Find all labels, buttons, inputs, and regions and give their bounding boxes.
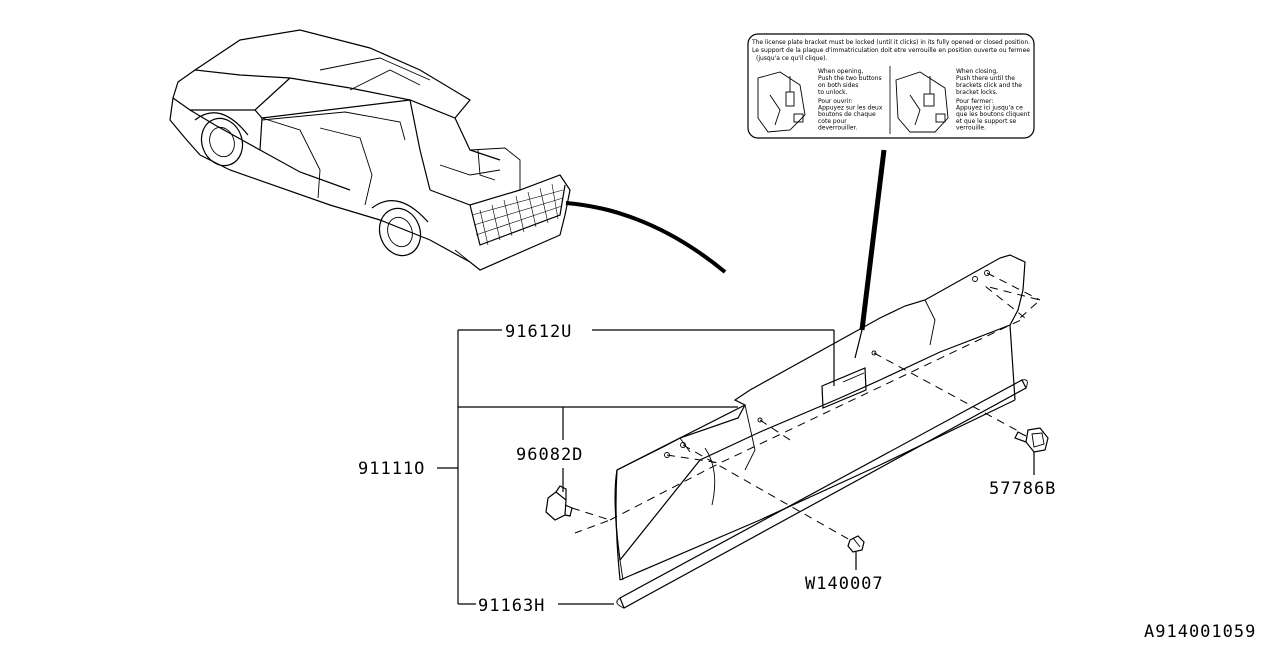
label-header-line3: (jusqu'a ce qu'il clique).	[756, 55, 827, 62]
label-left-en-line-2: on both sides	[818, 82, 858, 89]
label-left-fr-line-0: Pour ouvrir:	[818, 98, 853, 105]
part-label-91612U: 91612U	[505, 322, 572, 342]
label-right-en-line-3: bracket locks.	[956, 89, 998, 96]
tailgate-trim-panel	[614, 254, 1028, 609]
diagram-id: A914001059	[1144, 622, 1256, 640]
part-label-91111O: 91111O	[358, 459, 425, 479]
callout-lines	[437, 329, 1035, 605]
assembly-dashed-lines	[571, 272, 1042, 541]
opening-pictogram	[757, 71, 806, 133]
label-right-fr-line-0: Pour fermer:	[956, 98, 993, 105]
label-right-fr-line-3: et que le support se	[956, 118, 1016, 125]
label-left-en-line-0: When opening,	[818, 68, 863, 75]
label-left-fr-line-4: deverrouiller.	[818, 124, 858, 131]
label-right-fr-line-2: que les boutons cliquent	[956, 111, 1030, 118]
label-left-fr-line-2: boutons de chaque	[818, 111, 876, 118]
label-right-en-line-0: When closing,	[956, 68, 998, 75]
label-header-line1: The license plate bracket must be locked…	[751, 39, 1030, 46]
label-right-fr-line-1: Appuyez ici jusqu'a ce	[956, 105, 1023, 112]
clip-57786B	[1014, 427, 1049, 453]
part-label-W140007: W140007	[805, 574, 884, 594]
screw-W140007	[847, 535, 865, 553]
label-right-en-line-2: brackets click and the	[956, 82, 1022, 89]
clip-96082D	[545, 485, 573, 521]
part-label-91163H: 91163H	[478, 596, 545, 616]
label-left-fr-line-3: cote pour	[818, 118, 847, 125]
closing-pictogram	[895, 71, 949, 133]
part-label-57786B: 57786B	[989, 479, 1056, 499]
license-bracket-instruction-label: The license plate bracket must be locked…	[747, 33, 1035, 359]
vehicle-illustration	[169, 29, 727, 274]
label-right-fr-line-4: verrouille.	[956, 124, 986, 131]
label-header-line2: Le support de la plaque d'immatriculatio…	[752, 47, 1030, 54]
label-right-en-line-1: Push there until the	[956, 75, 1015, 82]
label-left-en-line-1: Push the two buttons	[818, 75, 882, 82]
label-left-en-line-3: to unlock.	[818, 89, 848, 96]
part-label-96082D: 96082D	[516, 445, 583, 465]
label-left-fr-line-1: Appuyez sur les deux	[818, 105, 883, 112]
